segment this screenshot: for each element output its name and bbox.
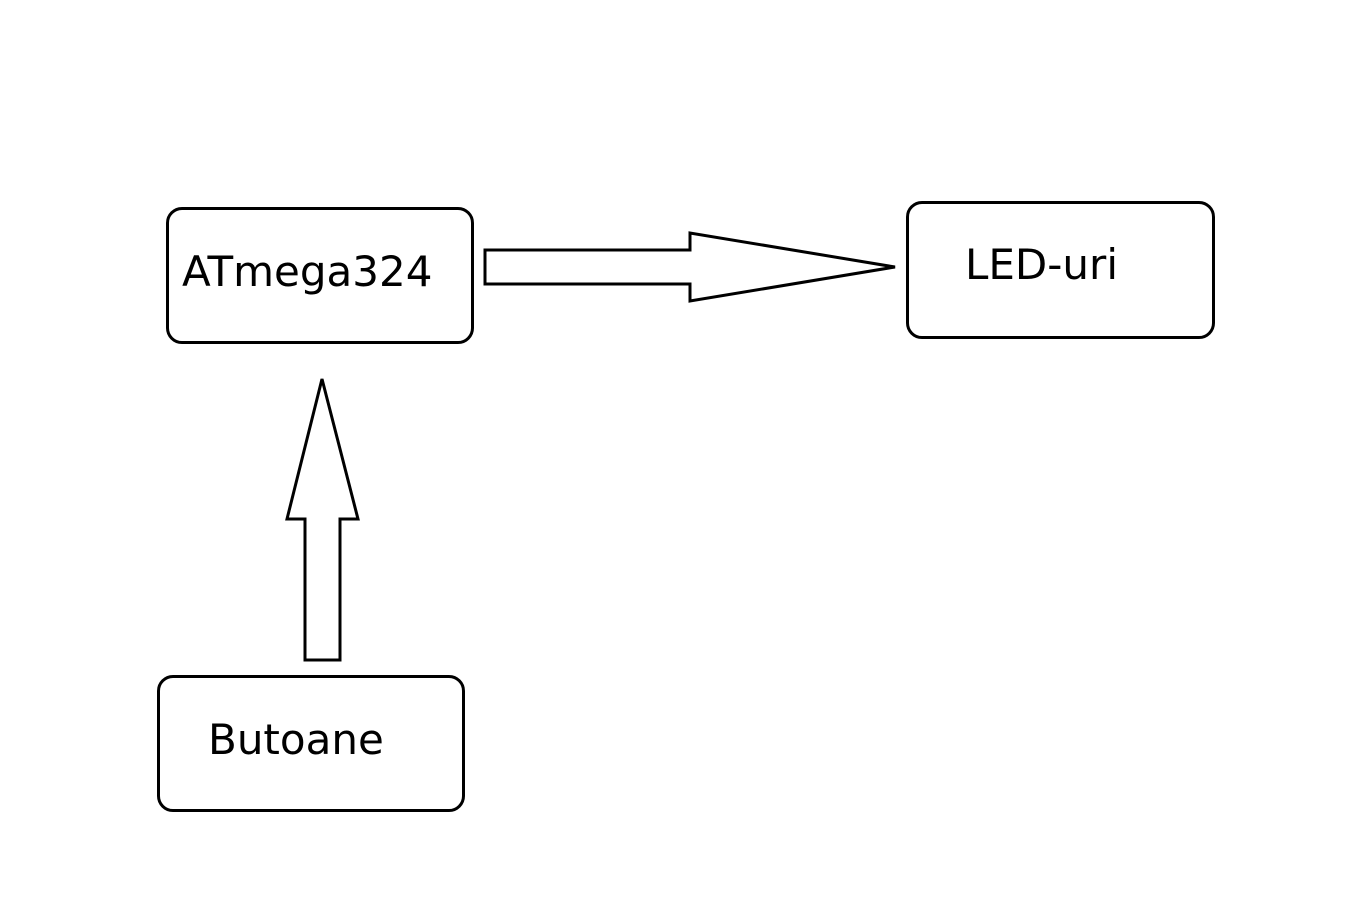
buttons-block: Butoane bbox=[157, 675, 465, 812]
arrow-buttons-to-microcontroller bbox=[285, 378, 360, 662]
leds-label: LED-uri bbox=[965, 240, 1118, 289]
buttons-label: Butoane bbox=[208, 715, 384, 764]
microcontroller-block: ATmega324 bbox=[166, 207, 474, 344]
arrow-microcontroller-to-leds bbox=[483, 231, 896, 303]
microcontroller-label: ATmega324 bbox=[182, 247, 433, 296]
leds-block: LED-uri bbox=[906, 201, 1215, 339]
